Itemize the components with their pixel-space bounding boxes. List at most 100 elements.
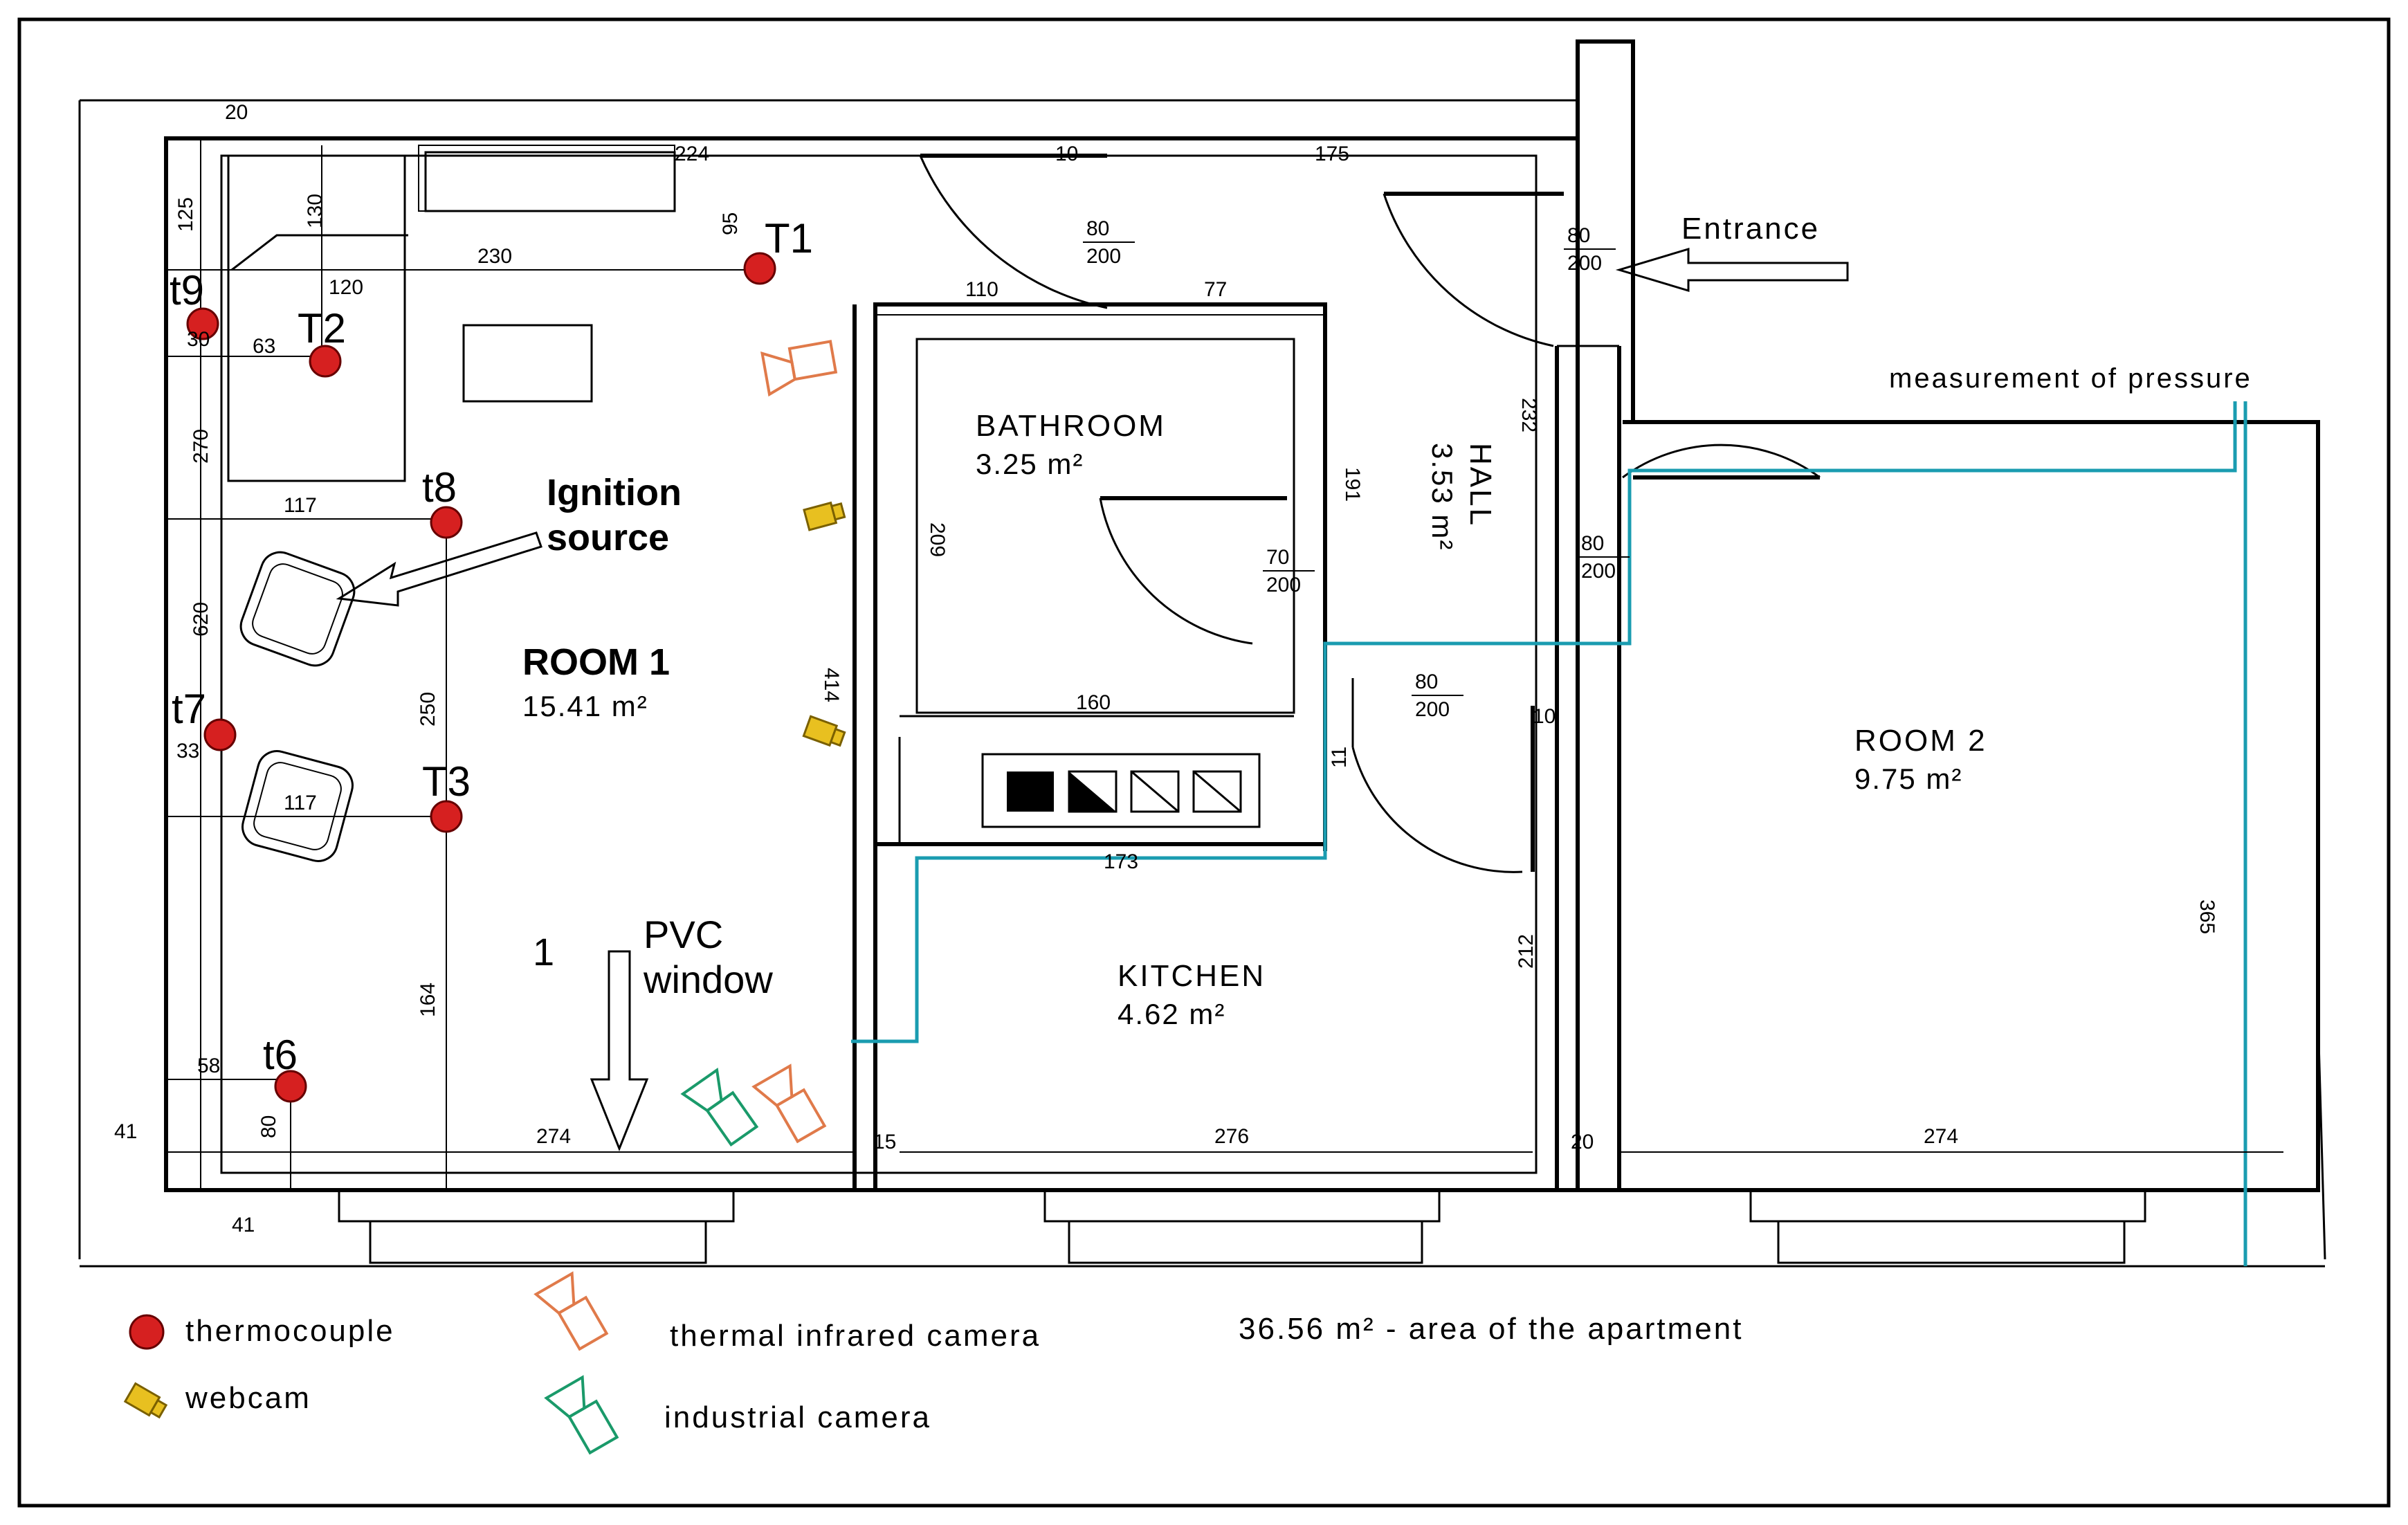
legend: thermocouple webcam thermal infrared cam… bbox=[123, 1271, 1743, 1455]
svg-text:200: 200 bbox=[1567, 252, 1602, 275]
walls bbox=[78, 39, 2326, 1268]
svg-text:110: 110 bbox=[965, 278, 998, 301]
thermocouple-t8: t8 bbox=[422, 464, 463, 539]
room2-area: 9.75 m² bbox=[1854, 762, 1962, 795]
svg-text:41: 41 bbox=[114, 1120, 137, 1143]
thermocouple-T1: T1 bbox=[743, 215, 813, 285]
svg-text:620: 620 bbox=[190, 602, 212, 637]
svg-text:10: 10 bbox=[1533, 705, 1556, 728]
entrance-arrow bbox=[1615, 247, 1849, 293]
svg-text:230: 230 bbox=[477, 245, 512, 268]
svg-text:117: 117 bbox=[284, 494, 317, 517]
room2-name: ROOM 2 bbox=[1854, 724, 1987, 758]
svg-text:58: 58 bbox=[197, 1054, 220, 1077]
legend-webcam: webcam bbox=[185, 1381, 311, 1415]
thermal-camera-icon bbox=[751, 1063, 827, 1144]
webcam-icon bbox=[803, 501, 846, 531]
pvc-window-number: 1 bbox=[533, 930, 554, 974]
thermal-camera-icon bbox=[760, 340, 838, 397]
pressure-label: measurement of pressure bbox=[1889, 363, 2252, 394]
kitchen-area: 4.62 m² bbox=[1118, 998, 1225, 1030]
svg-text:120: 120 bbox=[329, 276, 363, 299]
svg-text:20: 20 bbox=[1571, 1131, 1594, 1153]
svg-text:T2: T2 bbox=[298, 305, 346, 351]
svg-text:173: 173 bbox=[1104, 850, 1138, 873]
svg-text:125: 125 bbox=[174, 197, 197, 232]
svg-text:10: 10 bbox=[1055, 143, 1078, 165]
thermocouples: T1 T2 T3 t6 t7 t8 t9 bbox=[170, 215, 813, 1103]
svg-text:224: 224 bbox=[675, 143, 709, 165]
pvc-label-2: window bbox=[643, 958, 773, 1001]
outer-frame bbox=[17, 17, 2391, 1508]
legend-thermocouple: thermocouple bbox=[185, 1314, 395, 1348]
svg-text:80: 80 bbox=[1581, 532, 1604, 555]
svg-text:250: 250 bbox=[417, 692, 439, 727]
hall-area: 3.53 m² bbox=[1426, 443, 1459, 551]
room1-name: ROOM 1 bbox=[522, 641, 670, 683]
room1-area: 15.41 m² bbox=[522, 690, 648, 722]
svg-text:80: 80 bbox=[257, 1115, 280, 1138]
svg-text:232: 232 bbox=[1517, 398, 1540, 432]
legend-apartment-area: 36.56 m² - area of the apartment bbox=[1239, 1312, 1743, 1346]
kitchen-name: KITCHEN bbox=[1118, 959, 1266, 993]
hall-name: HALL bbox=[1463, 443, 1497, 527]
thermocouple-t7: t7 bbox=[172, 686, 237, 751]
bathroom-area: 3.25 m² bbox=[976, 448, 1084, 480]
svg-text:160: 160 bbox=[1076, 691, 1111, 714]
svg-text:175: 175 bbox=[1315, 143, 1349, 165]
svg-text:414: 414 bbox=[820, 668, 843, 702]
thermocouple-T3: T3 bbox=[422, 758, 471, 833]
legend-industrial-camera: industrial camera bbox=[664, 1400, 931, 1434]
thermocouple-T2: T2 bbox=[298, 305, 346, 378]
svg-text:20: 20 bbox=[225, 101, 248, 124]
svg-text:41: 41 bbox=[232, 1214, 255, 1236]
svg-text:365: 365 bbox=[2196, 900, 2218, 934]
svg-text:t6: t6 bbox=[263, 1032, 298, 1078]
svg-text:63: 63 bbox=[253, 335, 275, 358]
svg-text:T1: T1 bbox=[765, 215, 813, 262]
thermal-camera-legend-icon bbox=[533, 1271, 609, 1351]
svg-text:t7: t7 bbox=[172, 686, 206, 732]
svg-text:200: 200 bbox=[1086, 245, 1121, 268]
svg-text:33: 33 bbox=[176, 740, 199, 762]
svg-text:274: 274 bbox=[1924, 1125, 1958, 1148]
svg-text:191: 191 bbox=[1341, 467, 1364, 502]
svg-text:212: 212 bbox=[1515, 934, 1538, 969]
furniture bbox=[227, 145, 1261, 862]
svg-text:t9: t9 bbox=[170, 267, 204, 313]
svg-text:T3: T3 bbox=[422, 758, 471, 805]
svg-text:80: 80 bbox=[1567, 224, 1590, 247]
entrance-label: Entrance bbox=[1681, 212, 1820, 246]
svg-text:276: 276 bbox=[1214, 1125, 1249, 1148]
svg-text:15: 15 bbox=[873, 1131, 896, 1153]
svg-text:77: 77 bbox=[1204, 278, 1227, 301]
ignition-label-1: Ignition bbox=[547, 472, 682, 513]
bathroom-name: BATHROOM bbox=[976, 409, 1166, 443]
industrial-camera-legend-icon bbox=[544, 1375, 619, 1455]
webcams bbox=[802, 501, 846, 747]
legend-thermal-camera: thermal infrared camera bbox=[670, 1319, 1041, 1353]
ignition-label-2: source bbox=[547, 517, 669, 558]
webcam-icon bbox=[802, 715, 846, 747]
svg-text:t8: t8 bbox=[422, 464, 457, 511]
svg-text:200: 200 bbox=[1581, 560, 1616, 583]
svg-text:209: 209 bbox=[926, 522, 949, 557]
svg-text:164: 164 bbox=[417, 983, 439, 1017]
svg-text:200: 200 bbox=[1415, 698, 1450, 721]
pressure-line bbox=[851, 401, 2247, 1266]
pvc-window-arrow bbox=[590, 950, 649, 1152]
pvc-label-1: PVC bbox=[644, 913, 723, 956]
svg-text:130: 130 bbox=[304, 194, 327, 228]
industrial-camera-icon bbox=[680, 1068, 759, 1147]
svg-text:95: 95 bbox=[719, 212, 742, 235]
svg-text:274: 274 bbox=[536, 1125, 571, 1148]
svg-text:117: 117 bbox=[284, 792, 317, 814]
thermocouple-t6: t6 bbox=[263, 1032, 307, 1103]
svg-text:30: 30 bbox=[187, 328, 210, 351]
dimension-labels: 20 224 10 175 230 120 63 117 117 110 77 … bbox=[114, 101, 2218, 1236]
svg-text:80: 80 bbox=[1415, 670, 1438, 693]
ignition-arrow bbox=[336, 531, 542, 607]
svg-text:80: 80 bbox=[1086, 217, 1109, 240]
webcam-legend-icon bbox=[123, 1382, 168, 1419]
